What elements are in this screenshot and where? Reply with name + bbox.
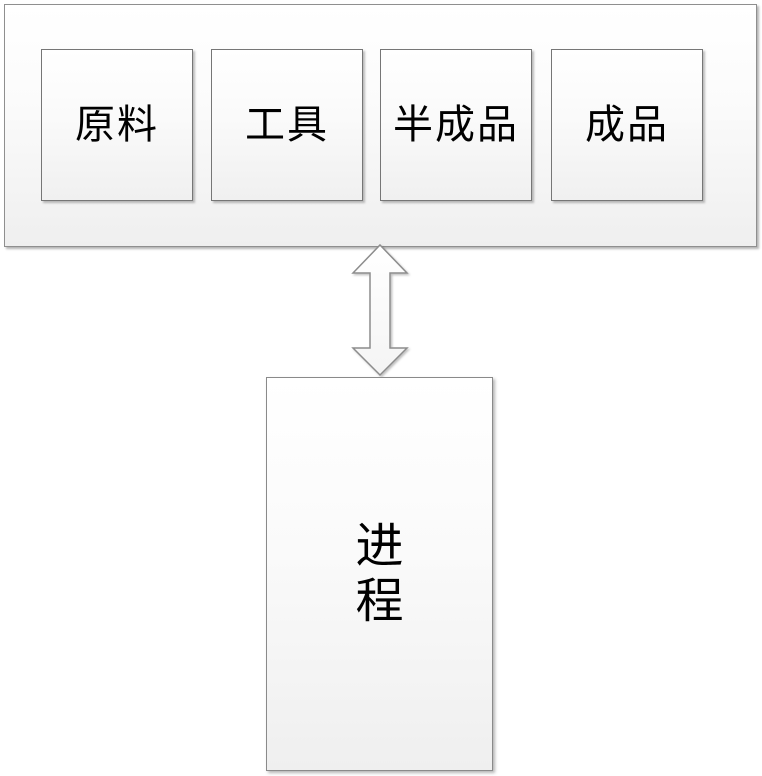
process-box-label: 进程 [355, 517, 404, 629]
box-finished: 成品 [551, 49, 703, 201]
storage-container: 原料 工具 半成品 成品 [4, 4, 757, 247]
box-semi-finished: 半成品 [380, 49, 532, 201]
box-raw-material-label: 原料 [75, 102, 159, 148]
box-tools: 工具 [211, 49, 363, 201]
box-raw-material: 原料 [41, 49, 193, 201]
box-finished-label: 成品 [585, 102, 669, 148]
process-box: 进程 [266, 377, 493, 771]
double-arrow-icon [351, 244, 409, 377]
box-semi-finished-label: 半成品 [393, 102, 519, 148]
box-tools-label: 工具 [245, 102, 329, 148]
